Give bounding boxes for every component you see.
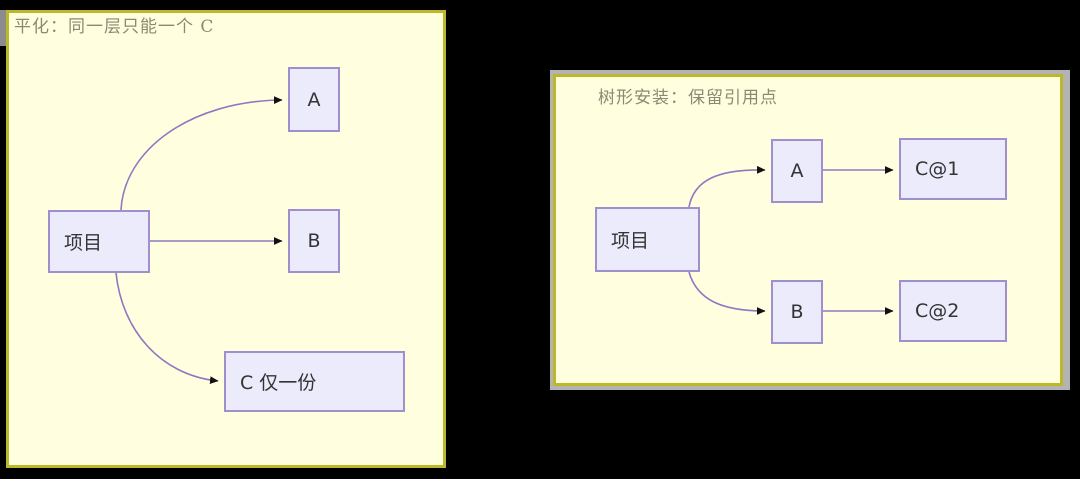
node-tree-c2[interactable]: C@2 (899, 280, 1007, 342)
panel-tree-title: 树形安装：保留引用点 (598, 88, 778, 108)
node-label: 项目 (611, 230, 650, 252)
node-label: B (790, 301, 804, 323)
node-label: C@1 (915, 158, 960, 180)
node-label: A (790, 160, 804, 182)
node-flat-b[interactable]: B (288, 209, 340, 273)
node-flat-c[interactable]: C 仅一份 (224, 351, 405, 412)
node-label: B (307, 230, 321, 252)
node-tree-a[interactable]: A (771, 139, 823, 203)
node-tree-root[interactable]: 项目 (595, 207, 700, 272)
node-label: A (307, 88, 321, 111)
node-label: 项目 (64, 232, 103, 254)
node-tree-c1[interactable]: C@1 (899, 138, 1007, 200)
panel-flat-title: 平化：同一层只能一个 C (14, 17, 215, 37)
node-label: C 仅一份 (240, 372, 317, 394)
node-flat-a[interactable]: A (288, 67, 340, 132)
node-label: C@2 (915, 300, 960, 322)
node-tree-b[interactable]: B (771, 280, 823, 344)
left-panel-shadow (0, 10, 7, 46)
node-flat-root[interactable]: 项目 (48, 210, 150, 273)
